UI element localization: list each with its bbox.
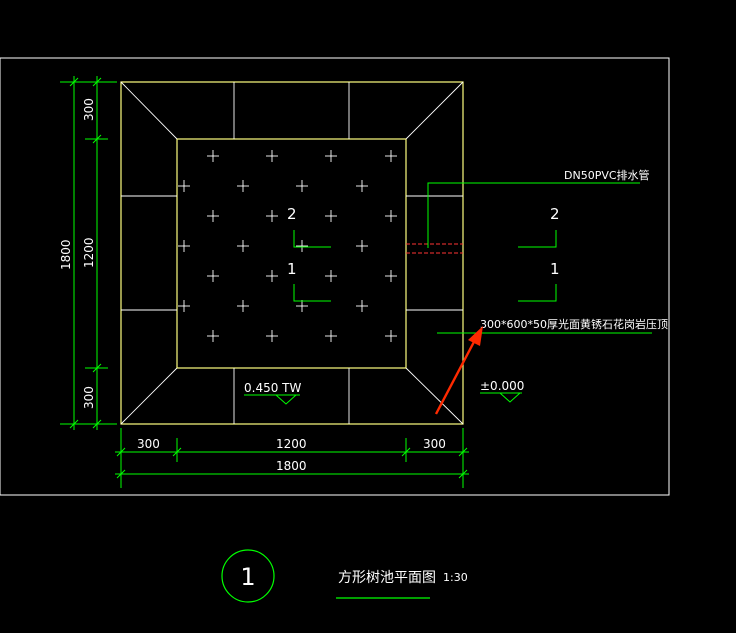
coping-stone-label: 300*600*50厚光面黄锈石花岗岩压顶 [480, 317, 668, 331]
red-arrow-icon [434, 326, 483, 415]
section-2-outer-label: 2 [550, 205, 560, 223]
section-marks-outer [518, 230, 557, 302]
dim-bottom-center: 1200 [276, 437, 307, 451]
section-1-outer-label: 1 [550, 260, 560, 278]
elevation-zero-label: ±0.000 [480, 379, 524, 393]
section-2-inner-label: 2 [287, 205, 297, 223]
dim-bottom-right: 300 [423, 437, 446, 451]
section-marks-inner [293, 230, 331, 302]
elevation-tw-label: 0.450 TW [244, 381, 301, 395]
dim-bottom-total: 1800 [276, 459, 307, 473]
bottom-dimensions [115, 428, 469, 488]
left-dimensions [60, 76, 117, 430]
section-1-inner-label: 1 [287, 260, 297, 278]
coping-stone-joints [120, 81, 464, 425]
dim-left-total: 1800 [59, 239, 73, 270]
drawing-scale: 1:30 [443, 571, 468, 584]
elevation-tw-symbol [244, 394, 300, 405]
drain-pipe [406, 243, 463, 254]
sheet-border [0, 57, 670, 496]
drain-pipe-label: DN50PVC排水管 [564, 168, 650, 182]
drawing-number: 1 [240, 563, 255, 591]
dim-left-top: 300 [82, 98, 96, 121]
drawing-number-circle [221, 549, 275, 603]
dim-left-bottom: 300 [82, 386, 96, 409]
drawing-title: 方形树池平面图 [338, 570, 436, 586]
dim-bottom-left: 300 [137, 437, 160, 451]
drain-pipe-leader [427, 182, 640, 248]
tree-pit-inner-edge [176, 138, 407, 369]
gravel-hatch-pattern [178, 150, 397, 342]
elevation-zero-symbol [480, 392, 522, 403]
dim-left-center: 1200 [82, 237, 96, 268]
